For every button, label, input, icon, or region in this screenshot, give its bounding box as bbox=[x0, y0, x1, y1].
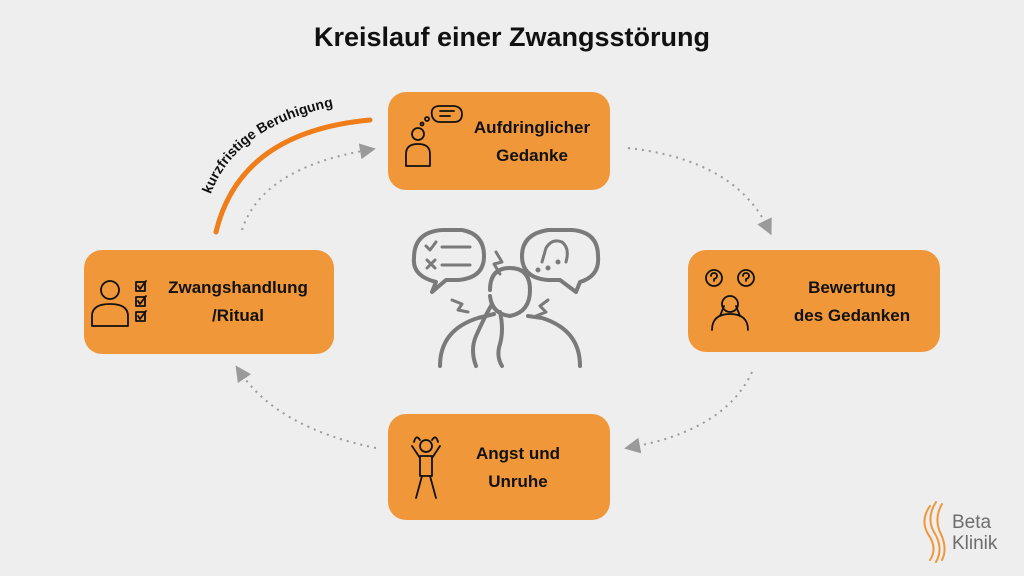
node-right-line2: des Gedanken bbox=[793, 306, 911, 325]
node-bottom-line2: Unruhe bbox=[488, 472, 548, 491]
node-left-line1: Zwangshandlung bbox=[168, 278, 308, 297]
arrow-top-to-right bbox=[627, 147, 772, 236]
logo-line2: Klinik bbox=[952, 533, 998, 554]
arrow-right-to-bottom bbox=[624, 371, 753, 454]
beta-klinik-logo-icon bbox=[923, 501, 946, 563]
worried-person-icon bbox=[705, 269, 755, 331]
page-title: Kreislauf einer Zwangsstörung bbox=[313, 22, 711, 52]
person-checklist-icon bbox=[91, 280, 147, 327]
node-intrusive-thought: Aufdringlicher Gedanke bbox=[388, 92, 610, 190]
thinking-person-icon bbox=[405, 105, 463, 167]
node-evaluation: Bewertung des Gedanken bbox=[688, 250, 940, 352]
node-left-line2: /Ritual bbox=[212, 306, 264, 325]
node-anxiety: Angst und Unruhe bbox=[388, 414, 610, 520]
node-compulsion: Zwangshandlung /Ritual bbox=[84, 250, 334, 354]
node-bottom-line1: Angst und bbox=[475, 444, 561, 463]
arrow-left-to-top bbox=[241, 143, 376, 231]
node-right-line1: Bewertung bbox=[808, 278, 896, 297]
stressed-figure-icon bbox=[411, 436, 441, 499]
node-top-line2: Gedanke bbox=[496, 146, 568, 165]
logo-line1: Beta bbox=[952, 512, 992, 533]
reassurance-arc bbox=[213, 117, 373, 235]
node-top-line1: Aufdringlicher bbox=[473, 118, 591, 137]
anxious-person-icon bbox=[411, 228, 601, 368]
arrow-bottom-to-left bbox=[235, 365, 377, 449]
arc-label: kurzfristige Beruhigung bbox=[199, 94, 334, 196]
beta-klinik-logo: Beta Klinik bbox=[952, 512, 997, 554]
